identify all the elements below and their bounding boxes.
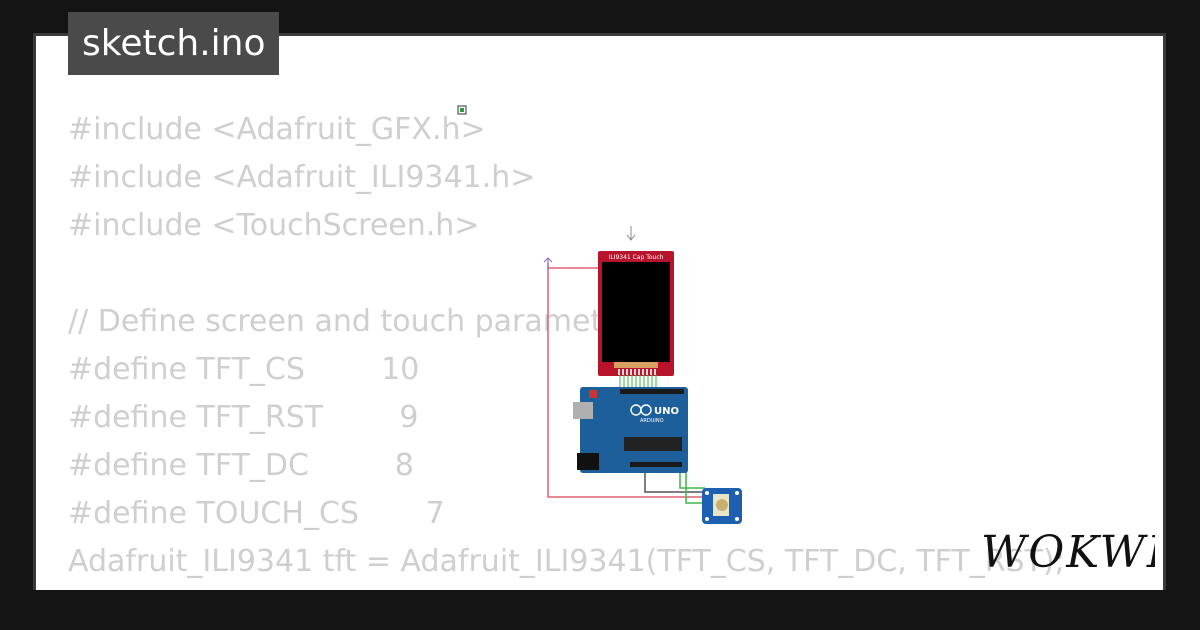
wokwi-logo: WOKWI bbox=[981, 527, 1155, 578]
board-label: UNO bbox=[654, 406, 679, 417]
board-brand: ARDUINO bbox=[640, 418, 664, 424]
wire-red bbox=[547, 262, 705, 498]
mcu-chip bbox=[624, 437, 682, 451]
ili9341-display[interactable]: ILI9341 Cap Touch bbox=[598, 251, 674, 376]
code-line: #include <TouchScreen.h> bbox=[68, 208, 480, 243]
code-line: #include <Adafruit_GFX.h> bbox=[68, 112, 486, 147]
usb-port bbox=[573, 402, 593, 419]
code-line: #define TFT_DC 8 bbox=[68, 448, 414, 483]
pin-markers bbox=[543, 226, 636, 270]
reset-button bbox=[589, 390, 597, 398]
display-screen bbox=[602, 262, 670, 362]
code-line: #define TFT_CS 10 bbox=[68, 352, 420, 387]
bottom-edge bbox=[33, 590, 1166, 596]
code-line: #include <Adafruit_ILI9341.h> bbox=[68, 160, 536, 195]
header-top bbox=[620, 389, 684, 394]
power-jack bbox=[577, 453, 599, 470]
code-line: #define TFT_RST 9 bbox=[68, 400, 419, 435]
header-bottom bbox=[630, 462, 682, 467]
arduino-uno-board[interactable]: ARDUINO UNO bbox=[573, 387, 688, 473]
logo-text: WOKWI bbox=[981, 527, 1155, 578]
display-pins bbox=[618, 369, 656, 375]
code-line: Adafruit_ILI9341 tft = Adafruit_ILI9341(… bbox=[68, 544, 1065, 579]
code-line: #define TOUCH_CS 7 bbox=[68, 496, 445, 531]
display-label: ILI9341 Cap Touch bbox=[609, 254, 664, 261]
touch-module[interactable] bbox=[702, 488, 742, 524]
file-title: sketch.ino bbox=[68, 12, 280, 75]
